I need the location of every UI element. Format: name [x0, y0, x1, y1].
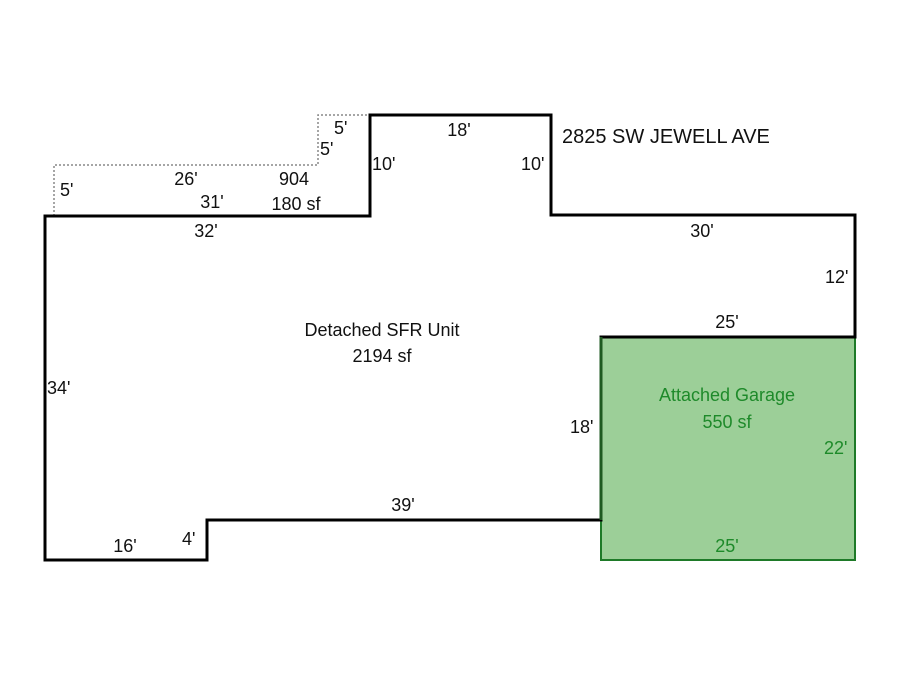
dim-inner-vertical: 18': [570, 417, 593, 437]
dim-bottom-step: 4': [182, 529, 195, 549]
dim-bottom-middle: 39': [391, 495, 414, 515]
addition-area: 180 sf: [271, 194, 321, 214]
dim-right-top: 30': [690, 221, 713, 241]
address-label: 2825 SW JEWELL AVE: [562, 126, 770, 148]
main-unit-area: 2194 sf: [352, 346, 412, 366]
dim-addition-top: 26': [174, 169, 197, 189]
main-unit-label: Detached SFR Unit: [304, 320, 459, 340]
dim-left-top: 32': [194, 221, 217, 241]
garage-area: [600, 336, 856, 561]
dim-addition-left: 5': [60, 180, 73, 200]
dim-bump-left: 10': [372, 154, 395, 174]
addition-outline: [53, 114, 370, 216]
dim-addition-bottom: 31': [200, 192, 223, 212]
addition-label: 904: [279, 169, 309, 189]
dim-left-side: 34': [47, 378, 70, 398]
dim-bottom-left: 16': [113, 536, 136, 556]
dim-right-side: 12': [825, 267, 848, 287]
dim-garage-right: 22': [824, 438, 847, 458]
dim-addition-step-h: 5': [334, 118, 347, 138]
dim-top-bump: 18': [447, 120, 470, 140]
dim-garage-bottom: 25': [715, 536, 738, 556]
main-unit-outline: [43, 113, 857, 562]
garage-area-label: 550 sf: [702, 412, 752, 432]
dim-addition-step-v: 5': [320, 139, 333, 159]
dim-garage-top: 25': [715, 312, 738, 332]
dim-bump-right: 10': [521, 154, 544, 174]
garage-label: Attached Garage: [659, 385, 795, 405]
